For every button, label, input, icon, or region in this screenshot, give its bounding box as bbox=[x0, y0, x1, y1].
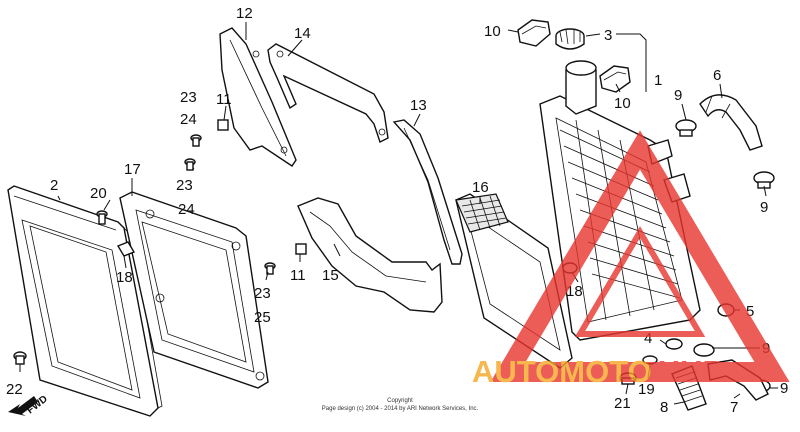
callout-8: 8 bbox=[660, 399, 668, 416]
part-15-lower-cover[interactable] bbox=[297, 197, 443, 313]
callout-12: 12 bbox=[236, 5, 253, 22]
callout-9-upper: 9 bbox=[674, 87, 682, 104]
callout-24-lower: 24 bbox=[178, 201, 195, 218]
part-3-cap[interactable] bbox=[555, 28, 585, 50]
callout-14: 14 bbox=[294, 25, 311, 42]
callout-19: 19 bbox=[638, 381, 655, 398]
part-9-clamp-right[interactable] bbox=[753, 171, 775, 189]
copyright-line-1: Copyright bbox=[387, 398, 413, 404]
callout-2: 2 bbox=[50, 177, 58, 194]
callout-1: 1 bbox=[654, 72, 662, 89]
callout-11-upper: 11 bbox=[216, 91, 232, 108]
callout-17: 17 bbox=[124, 161, 141, 178]
part-12-side-cover[interactable] bbox=[219, 27, 297, 167]
part-10-cap-cover-bottom[interactable] bbox=[599, 65, 631, 93]
part-23-screw-lower[interactable] bbox=[264, 262, 276, 275]
part-13-strip[interactable] bbox=[392, 119, 463, 265]
watermark-text-part-2: HUB bbox=[658, 354, 725, 389]
part-2-shroud[interactable] bbox=[7, 185, 163, 417]
callout-4: 4 bbox=[644, 330, 652, 347]
leader-lines bbox=[19, 22, 778, 405]
callout-18-right: 18 bbox=[566, 283, 583, 300]
callout-15: 15 bbox=[322, 267, 339, 284]
callout-9-lower: 9 bbox=[780, 380, 788, 397]
callout-24-upper: 24 bbox=[180, 111, 197, 128]
callout-11-lower: 11 bbox=[290, 267, 306, 284]
part-10-cap-cover-top[interactable] bbox=[517, 19, 551, 47]
part-14-bracket[interactable] bbox=[267, 43, 389, 143]
part-9-clamp-upper[interactable] bbox=[675, 119, 697, 137]
part-9-clamp-mid[interactable] bbox=[693, 343, 715, 357]
callout-25: 25 bbox=[254, 309, 271, 326]
watermark-text-part-1: AUTOMOTO bbox=[472, 354, 652, 389]
part-4-grommet[interactable] bbox=[665, 338, 683, 350]
part-11-nut-lower[interactable] bbox=[295, 243, 307, 255]
callout-18-left: 18 bbox=[116, 269, 133, 286]
callouts: 1 2 3 4 5 6 7 8 9 9 9 9 10 10 11 11 12 1… bbox=[6, 5, 788, 416]
watermark-triangle bbox=[490, 130, 790, 382]
part-6-upper-hose[interactable] bbox=[699, 94, 763, 151]
callout-10-top: 10 bbox=[484, 23, 501, 40]
callout-23-upper: 23 bbox=[180, 89, 197, 106]
callout-7: 7 bbox=[730, 399, 738, 416]
callout-10-bottom: 10 bbox=[614, 95, 631, 112]
callout-21: 21 bbox=[614, 395, 631, 412]
forward-label: FWD bbox=[25, 394, 50, 417]
callout-5: 5 bbox=[746, 303, 754, 320]
part-20-bolt[interactable] bbox=[96, 210, 108, 225]
callout-16: 16 bbox=[472, 179, 489, 196]
part-18-grommet-left[interactable] bbox=[116, 241, 136, 257]
part-23-screw-upper[interactable] bbox=[190, 134, 202, 147]
callout-3: 3 bbox=[604, 27, 612, 44]
watermark-triangle-inner bbox=[574, 226, 706, 337]
callout-20: 20 bbox=[90, 185, 107, 202]
forward-arrow-icon bbox=[8, 396, 38, 416]
callout-23-lower: 23 bbox=[254, 285, 271, 302]
callout-6: 6 bbox=[713, 67, 721, 84]
part-11-nut-upper[interactable] bbox=[217, 119, 229, 131]
callout-22: 22 bbox=[6, 381, 23, 398]
callout-9-right: 9 bbox=[760, 199, 768, 216]
part-23-screw-mid[interactable] bbox=[184, 158, 196, 171]
copyright-line-2: Page design (c) 2004 - 2014 by ARI Netwo… bbox=[322, 406, 479, 412]
callout-13: 13 bbox=[410, 97, 427, 114]
copyright-block: Copyright Page design (c) 2004 - 2014 by… bbox=[322, 398, 479, 412]
part-22-bolt[interactable] bbox=[13, 351, 27, 365]
part-17-panel[interactable] bbox=[119, 191, 269, 389]
callout-23-mid: 23 bbox=[176, 177, 193, 194]
